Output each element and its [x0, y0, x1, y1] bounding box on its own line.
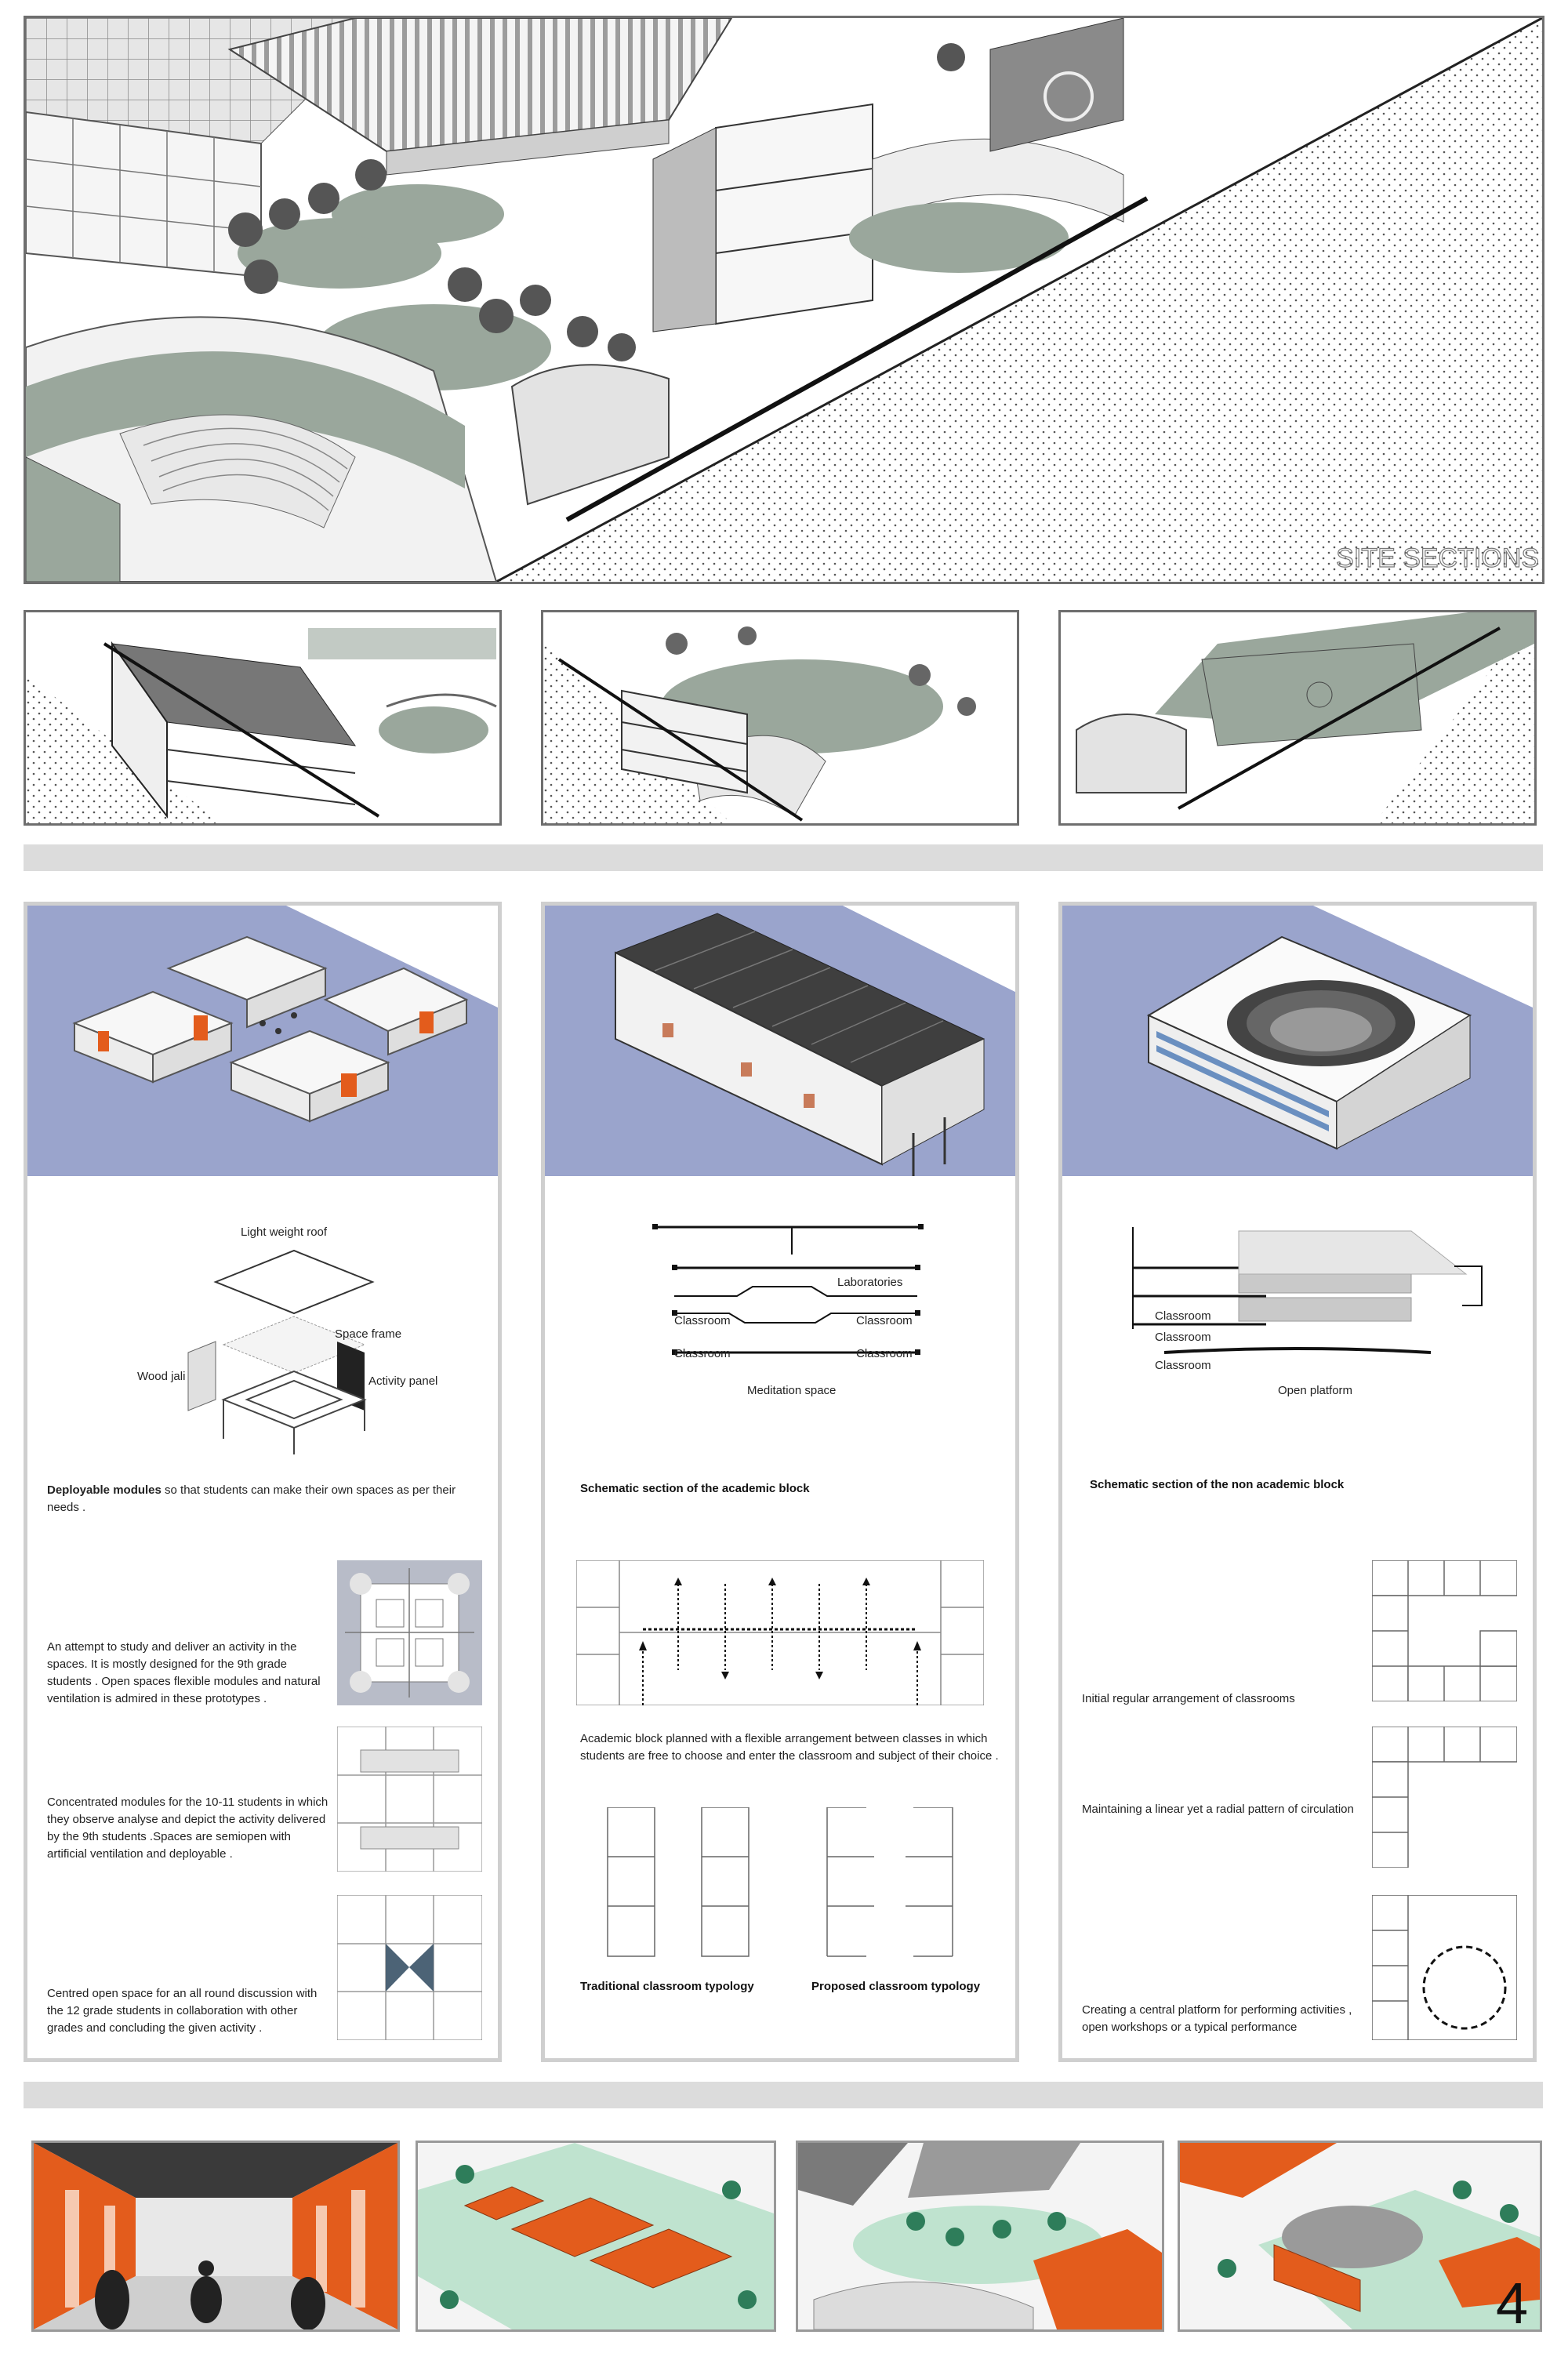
modules-render-illustration [418, 2143, 774, 2329]
site-section-main: SITE SECTIONS [24, 16, 1544, 584]
label-classroom-3: Classroom [674, 1347, 731, 1360]
label-wood-jali: Wood jali [137, 1370, 186, 1383]
non-academic-isometric [1062, 906, 1533, 1176]
label-classroom-2: Classroom [856, 1314, 913, 1327]
traditional-typology-label: Traditional classroom typology [580, 1980, 754, 1993]
page-number: 4 [1496, 2271, 1529, 2336]
non-academic-panel: Classroom Classroom Classroom Open platf… [1058, 902, 1537, 2062]
corridor-render-illustration [34, 2143, 397, 2329]
render-modules [416, 2141, 776, 2332]
label-nonacad-classroom-3: Classroom [1155, 1359, 1211, 1372]
section-thumbnail-2 [541, 610, 1019, 826]
modules-para-3: Centred open space for an all round disc… [47, 1987, 318, 2035]
non-academic-plan-2 [1372, 1727, 1517, 1868]
academic-block-isometric [545, 906, 1015, 1176]
label-nonacad-classroom-1: Classroom [1155, 1309, 1211, 1323]
modules-caption: Deployable modules so that students can … [47, 1482, 486, 1516]
academic-panel: Laboratories Classroom Classroom Classro… [541, 902, 1019, 2062]
section-2-illustration [543, 626, 976, 823]
non-academic-plan-3 [1372, 1895, 1517, 2040]
label-activity-panel: Activity panel [368, 1374, 438, 1388]
exploded-module-diagram [187, 1249, 375, 1454]
non-academic-schematic-section [1132, 1227, 1483, 1354]
modules-caption-bold: Deployable modules [47, 1483, 162, 1497]
site-section-illustration: SITE SECTIONS [26, 18, 1542, 582]
non-academic-para-3: Creating a central platform for performi… [1082, 2003, 1352, 2034]
academic-schematic-section [652, 1224, 924, 1355]
non-academic-caption: Schematic section of the non academic bl… [1090, 1478, 1345, 1491]
module-plan-3 [337, 1895, 482, 2040]
render-corridor [31, 2141, 400, 2332]
render-non-academic [1178, 2141, 1542, 2332]
modules-isometric [27, 906, 498, 1176]
amphitheatre-render-illustration [798, 2143, 1162, 2329]
site-sections-title: SITE SECTIONS [1336, 543, 1539, 573]
non-academic-para-1: Initial regular arrangement of classroom… [1082, 1692, 1295, 1705]
label-nonacad-classroom-2: Classroom [1155, 1331, 1211, 1344]
divider-bar-bottom [24, 2082, 1543, 2108]
classroom-typologies [607, 1807, 953, 1957]
proposed-typology-label: Proposed classroom typology [811, 1980, 981, 1993]
label-classroom-4: Classroom [856, 1347, 913, 1360]
label-laboratories: Laboratories [837, 1276, 903, 1289]
label-meditation-space: Meditation space [747, 1384, 837, 1397]
render-amphitheatre [796, 2141, 1164, 2332]
section-3-illustration [1076, 612, 1534, 823]
label-open-platform: Open platform [1278, 1384, 1353, 1397]
module-plan-2 [337, 1727, 482, 1872]
non-academic-render-illustration [1180, 2143, 1540, 2329]
modules-caption-rest: so that students can make their own spac… [47, 1483, 456, 1514]
academic-caption: Schematic section of the academic block [580, 1482, 810, 1495]
section-thumbnail-3 [1058, 610, 1537, 826]
label-classroom-1: Classroom [674, 1314, 731, 1327]
non-academic-para-2: Maintaining a linear yet a radial patter… [1082, 1803, 1354, 1816]
label-light-weight-roof: Light weight roof [241, 1226, 328, 1239]
module-plan-1 [337, 1560, 482, 1705]
academic-para: Academic block planned with a flexible a… [580, 1732, 999, 1763]
modules-panel: Light weight roof Space frame Wood jali … [24, 902, 502, 2062]
modules-para-2: Concentrated modules for the 10-11 stude… [47, 1796, 328, 1861]
section-1-illustration [26, 628, 497, 823]
label-space-frame: Space frame [335, 1327, 402, 1341]
divider-bar-top [24, 844, 1543, 871]
academic-flexible-plan [576, 1560, 984, 1705]
modules-para-1: An attempt to study and deliver an activ… [47, 1640, 321, 1705]
non-academic-plan-1 [1372, 1560, 1517, 1701]
section-thumbnail-1 [24, 610, 502, 826]
